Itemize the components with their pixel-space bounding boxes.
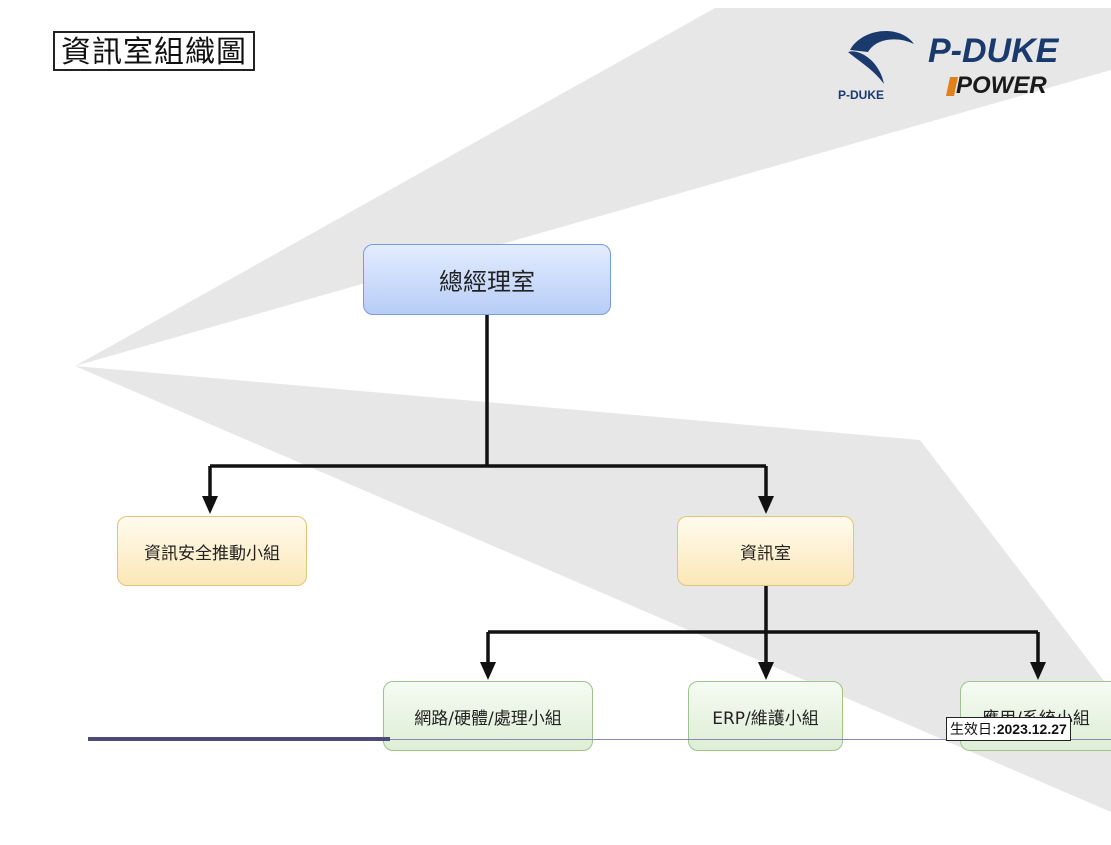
effective-date: 生效日:2023.12.27 (946, 717, 1071, 741)
footer-rule (390, 739, 1111, 740)
node-network-team: 網路/硬體/處理小組 (383, 681, 593, 751)
footer-accent-line (88, 737, 390, 741)
node-erp-team: ERP/維護小組 (688, 681, 843, 751)
node-security-team: 資訊安全推動小組 (117, 516, 307, 586)
logo-small-text: P-DUKE (838, 88, 885, 102)
logo-brand-top: P-DUKE (928, 32, 1059, 70)
logo-brand-bottom: POWER (956, 72, 1047, 99)
effective-date-label: 生效日: (950, 722, 997, 738)
effective-date-value: 2023.12.27 (996, 721, 1067, 737)
page-title: 資訊室組織圖 (53, 31, 255, 71)
swoosh-logo-icon (848, 31, 914, 84)
node-general-manager: 總經理室 (363, 244, 611, 315)
p-duke-power-logo: P-DUKE P-DUKE POWER (836, 22, 1086, 112)
node-it-office: 資訊室 (677, 516, 854, 586)
